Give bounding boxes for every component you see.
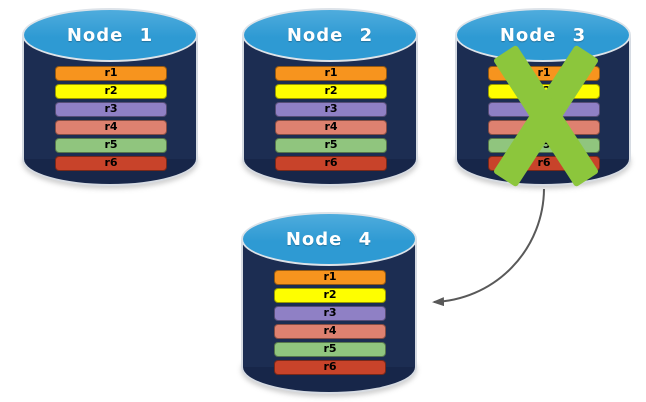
node-1-cylinder: r1 r2 r3 r4 r5 r6 Node 1 (22, 8, 198, 186)
replica-row: r2 (274, 288, 386, 303)
replica-row: r1 (55, 66, 167, 81)
cylinder-lid: Node 4 (241, 212, 417, 266)
replica-row: r2 (55, 84, 167, 99)
node-title: Node 4 (285, 228, 373, 250)
replica-row: r4 (275, 120, 387, 135)
replica-row: r2 (275, 84, 387, 99)
cylinder-lid: Node 1 (22, 8, 198, 62)
replica-rows: r1 r2 r3 r4 r5 r6 (274, 270, 386, 378)
node-title: Node 3 (499, 24, 587, 46)
replica-row: r3 (274, 306, 386, 321)
replica-row: r6 (55, 156, 167, 171)
replica-row: r3 (275, 102, 387, 117)
replica-row: r3 (55, 102, 167, 117)
replica-rows: r1 r2 r3 r4 r5 r6 (55, 66, 167, 174)
replica-row: r6 (274, 360, 386, 375)
node-title: Node 1 (66, 24, 154, 46)
replica-row: r1 (275, 66, 387, 81)
replica-row: r5 (55, 138, 167, 153)
replica-row: r5 (274, 342, 386, 357)
replica-row: r1 (274, 270, 386, 285)
node-2-cylinder: r1 r2 r3 r4 r5 r6 Node 2 (242, 8, 418, 186)
cylinder-lid: Node 3 (455, 8, 631, 62)
arrow-curve (432, 188, 545, 307)
cylinder-lid: Node 2 (242, 8, 418, 62)
replica-row: r4 (274, 324, 386, 339)
node-title: Node 2 (286, 24, 374, 46)
replica-row: r5 (275, 138, 387, 153)
failure-x-icon (492, 44, 600, 188)
replica-rows: r1 r2 r3 r4 r5 r6 (275, 66, 387, 174)
replica-row: r4 (55, 120, 167, 135)
node-3-cylinder: r1 r2 r3 r4 r5 r6 Node 3 (455, 8, 631, 188)
node-4-cylinder: r1 r2 r3 r4 r5 r6 Node 4 (241, 212, 417, 394)
replica-row: r6 (275, 156, 387, 171)
